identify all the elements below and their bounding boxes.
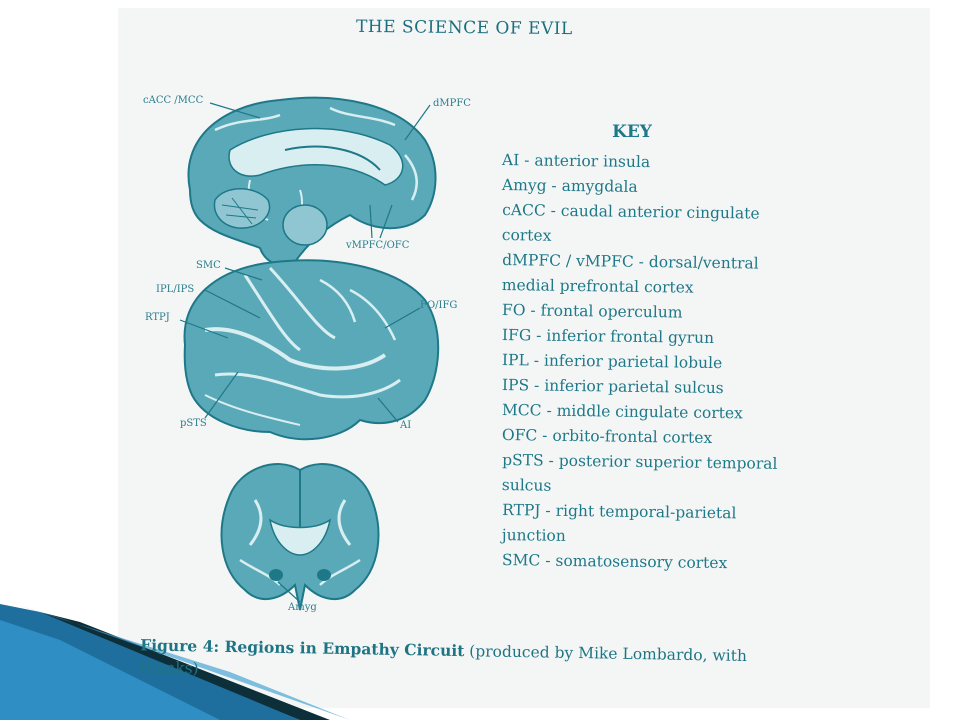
label-ai: AI: [400, 420, 412, 431]
label-leader-lines: [179, 102, 431, 603]
key-item-line1: IPS - inferior parietal sulcus: [501, 376, 724, 398]
key-item-line1: SMC - somatosensory cortex: [501, 551, 728, 573]
key-item-line1: RTPJ - right temporal-parietal: [502, 501, 737, 523]
key-item-line1: FO - frontal operculum: [501, 301, 683, 322]
label-dmpfc: dMPFC: [433, 98, 471, 109]
caption-bold: Figure 4: Regions in Empathy Circuit: [140, 635, 465, 661]
key-item-line1: OFC - orbito-frontal cortex: [501, 426, 713, 447]
label-psts: pSTS: [180, 418, 207, 429]
key-item-line1: AI - anterior insula: [501, 151, 651, 172]
label-amyg: Amyg: [288, 602, 317, 613]
brain-lateral-view: [183, 259, 440, 441]
key-item: SMC - somatosensory cortex: [502, 548, 822, 577]
corner-decoration: [0, 604, 350, 720]
label-ipl-ips: IPL/IPS: [156, 284, 195, 295]
brain-medial-view: [187, 96, 437, 267]
key-item-line1: pSTS - posterior superior temporal: [502, 451, 778, 473]
key-item-line1: Amyg - amygdala: [501, 176, 638, 196]
key-heading: KEY: [612, 122, 652, 142]
key-item-line1: IFG - inferior frontal gyrun: [501, 326, 715, 347]
key-item-line1: MCC - middle cingulate cortex: [501, 401, 743, 423]
key-item-line1: dMPFC / vMPFC - dorsal/ventral: [502, 251, 759, 273]
label-rtpj: RTPJ: [145, 312, 170, 323]
label-fo-ifg: FO/IFG: [420, 300, 458, 311]
brain-coronal-view: [220, 463, 380, 611]
key-item-line1: cACC - caudal anterior cingulate: [502, 201, 760, 223]
key-item-line1: IPL - inferior parietal lobule: [501, 351, 723, 373]
label-vmpfc-ofc: vMPFC/OFC: [346, 240, 410, 251]
label-smc: SMC: [196, 260, 221, 271]
label-cacc-mcc: cACC /MCC: [143, 95, 204, 106]
